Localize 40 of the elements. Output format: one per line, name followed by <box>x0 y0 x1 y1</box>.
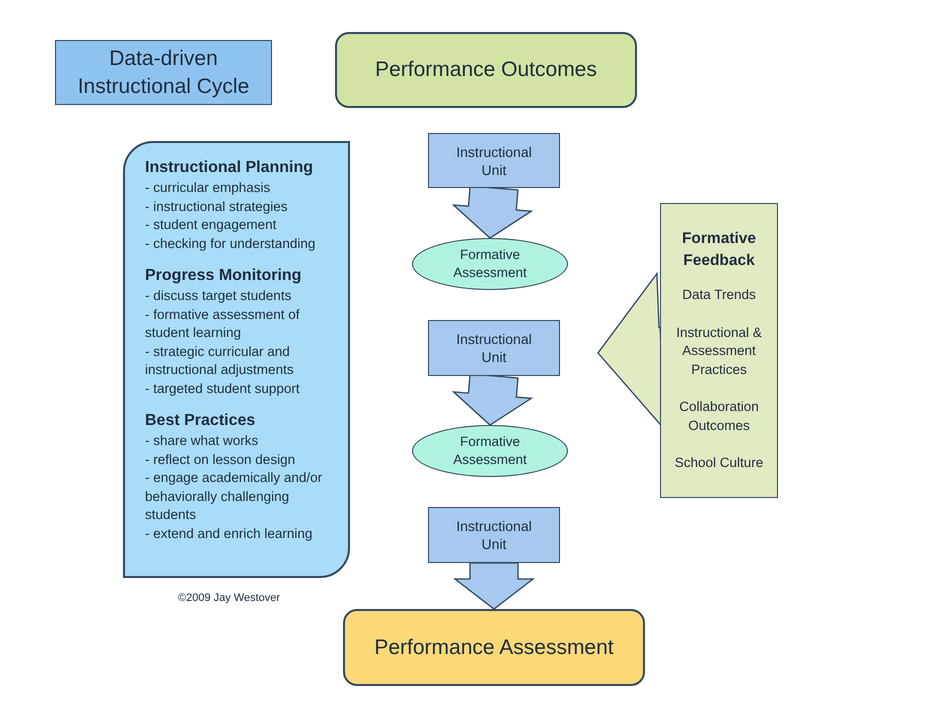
bullet-text: - checking for understanding <box>145 234 316 253</box>
outcome-box <box>335 32 637 108</box>
block-arrow <box>452 185 534 239</box>
node-text: Formative Assessment <box>452 246 528 282</box>
feedback-item: School Culture <box>674 454 764 472</box>
bullet-text: - strategic curricular and instructional adjustments <box>145 342 295 379</box>
node-text: Instructional Unit <box>455 330 533 366</box>
section-heading: Best Practices <box>145 411 256 431</box>
section-heading: Instructional Planning <box>145 158 314 178</box>
planning-panel <box>123 141 350 578</box>
node-text: Performance Outcomes <box>375 57 597 84</box>
title-box <box>55 40 272 105</box>
bullet-text: - targeted student support <box>145 380 300 398</box>
node-text: Instructional Unit <box>455 517 533 553</box>
block-arrow <box>453 562 535 610</box>
bullet-text: - curricular emphasis <box>145 179 270 197</box>
unit-box <box>428 507 560 563</box>
bullet-text: - formative assessment of student learning <box>145 306 301 342</box>
feedback-item: Instructional & Assessment Practices <box>675 324 763 378</box>
bullet-text: - instructional strategies <box>145 198 288 216</box>
unit-box <box>428 133 560 188</box>
node-text: Formative Assessment <box>452 433 528 469</box>
bullet-text: - extend and enrich learning <box>145 524 312 543</box>
node-text: Performance Assessment <box>374 634 614 661</box>
bullet-text: - engage academically and/or behaviorally challenging students <box>145 469 324 524</box>
block-arrow <box>452 373 534 426</box>
node-text: Data-driven Instructional Cycle <box>76 46 250 100</box>
node-text: Instructional Unit <box>455 142 533 178</box>
copyright-note: ©2009 Jay Westover <box>178 591 280 606</box>
feedback-item: Collaboration Outcomes <box>678 398 760 434</box>
feedback-box <box>660 203 778 498</box>
bullet-text: - share what works <box>145 432 258 450</box>
section-heading: Progress Monitoring <box>145 266 302 286</box>
assessment-box <box>343 609 645 686</box>
bullet-text: - student engagement <box>145 216 276 234</box>
feedback-item: Data Trends <box>681 286 757 304</box>
unit-box <box>428 320 560 376</box>
feedback-heading: Formative Feedback <box>680 229 758 271</box>
bullet-text: - discuss target students <box>145 287 292 305</box>
bullet-text: - reflect on lesson design <box>145 450 296 469</box>
